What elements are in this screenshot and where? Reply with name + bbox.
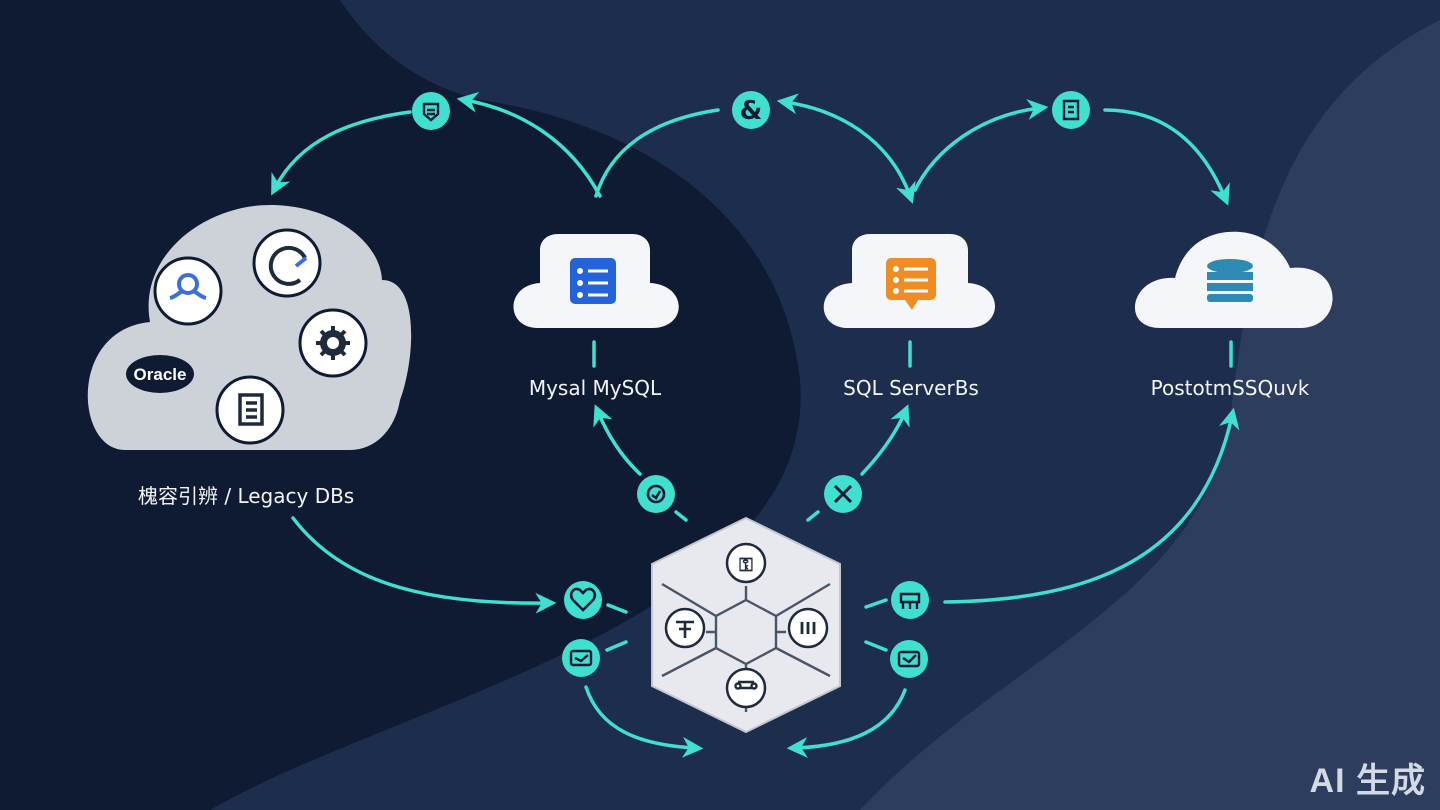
receipt-icon-node [1052,91,1090,129]
transfer-icon [676,620,694,638]
mailbox-icon-node [890,640,928,678]
refresh-icon [268,245,308,286]
menu-icon-node [787,607,829,649]
shield-icon-node [412,92,450,130]
connector-top-left-2 [456,91,602,198]
tick-2 [806,510,820,522]
connector-legacy [291,516,557,614]
mysql-cloud [513,234,679,328]
tick-4 [605,640,628,652]
sqlserver-label: SQL ServerBs [843,376,979,400]
chat-icon [886,258,936,310]
close-icon [833,484,853,504]
bracket-icon-node [891,581,929,619]
connector-postgres [943,407,1240,604]
mysql-label: Mysal MySQL [528,376,662,400]
key-icon: ⚿ [739,555,753,576]
workflow-icon-node [153,256,223,326]
link-icon-node [725,667,767,709]
receipt-icon [1062,99,1080,121]
heart-icon-node [564,581,602,619]
connector-mysql-up [593,404,642,476]
heart-icon [569,587,597,612]
database-icon [1207,259,1253,302]
tick-5 [864,598,888,609]
legacy-label: 槐容引辨 / Legacy DBs [138,484,355,508]
key-icon-node: ⚿ [725,542,767,584]
legacy-cloud: Oracle [87,205,412,450]
close-icon-node [824,475,862,513]
gear-icon [316,326,350,360]
postgres-label: PostotmSSQuvk [1150,376,1310,400]
ampersand-icon-node: & [732,91,770,129]
mailbox-icon [897,650,921,668]
transfer-icon-node [664,607,706,649]
connector-top-right [913,99,1049,192]
document-icon-node [215,375,285,445]
inbox-icon [569,649,593,667]
link-icon [734,680,758,690]
refresh-icon-node [252,228,322,298]
oracle-label: Oracle [134,365,187,384]
postgres-cloud [1134,231,1333,328]
menu-icon [800,622,816,634]
tick-3 [606,603,628,614]
connector-top-right-2 [1103,108,1230,206]
ampersand-icon: & [740,96,763,126]
oracle-badge: Oracle [126,355,194,393]
inbox-icon-node [562,639,600,677]
gear-icon-node [298,308,368,378]
check-circle-icon-node [637,475,675,513]
connector-sql-up [860,404,910,476]
tick-1 [674,510,688,522]
sqlserver-cloud [823,234,995,328]
bracket-icon [899,592,921,609]
connector-top-mid-2 [776,93,916,204]
watermark: AI 生成 [1309,762,1426,800]
check-circle-icon [646,484,666,504]
document-icon [238,393,264,426]
connector-bottom-right [786,688,907,759]
background-panel-light [860,20,1440,810]
workflow-icon [169,273,207,300]
tick-6 [864,640,888,652]
hub: ⚿ [651,516,841,734]
shield-icon [422,102,440,122]
connector-bottom-left [584,685,704,758]
connector-top-left [271,110,412,196]
list-icon [570,258,616,304]
connector-top-mid [594,108,720,198]
